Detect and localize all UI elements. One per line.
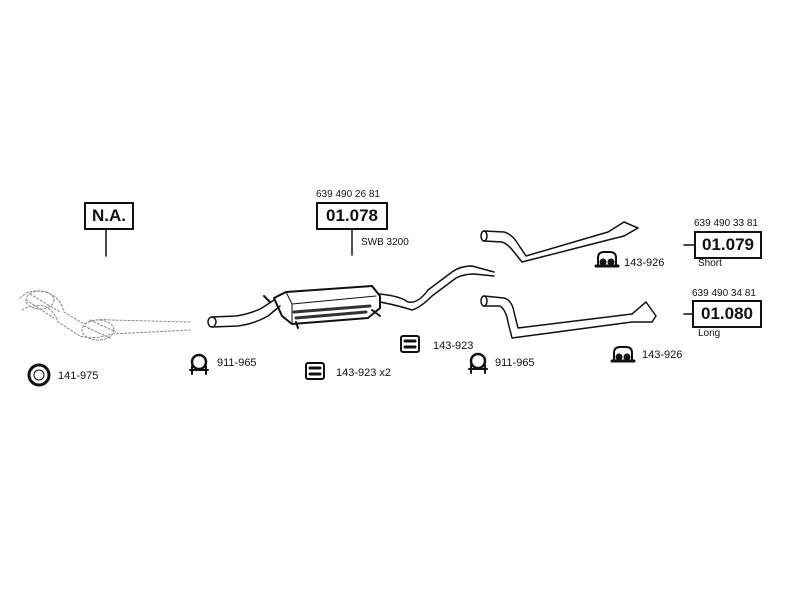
middle-silencer-body bbox=[273, 285, 381, 325]
long-note: Long bbox=[698, 328, 721, 339]
rubber-mount-icon bbox=[305, 362, 325, 380]
front-pipe-catalyst bbox=[19, 290, 191, 341]
middle-note: SWB 3200 bbox=[361, 237, 409, 248]
short-inlet-end bbox=[480, 230, 488, 242]
hanger-upper-part-number: 143-926 bbox=[624, 257, 665, 269]
long-code-box: 01.080 bbox=[692, 300, 762, 328]
short-code-box: 01.079 bbox=[694, 231, 762, 259]
u-bolt-clamp-icon bbox=[468, 352, 488, 374]
middle-oe-number: 639 490 26 81 bbox=[316, 189, 380, 200]
rear-pipe-short bbox=[480, 221, 639, 263]
rubber-mount-icon bbox=[400, 335, 420, 353]
long-oe-number: 639 490 34 81 bbox=[692, 288, 756, 299]
exhaust-hanger-icon bbox=[594, 251, 620, 268]
gasket-part-number: 141-975 bbox=[58, 370, 99, 382]
short-oe-number: 639 490 33 81 bbox=[694, 218, 758, 229]
mount-pair-part-number: 143-923 x2 bbox=[336, 367, 392, 379]
middle-section-assembly bbox=[207, 265, 495, 329]
gasket-ring-icon bbox=[27, 363, 51, 387]
clamp-front-part-number: 911-965 bbox=[217, 357, 257, 369]
na-code-box: N.A. bbox=[84, 202, 134, 230]
u-bolt-clamp-icon bbox=[189, 353, 209, 375]
clamp-rear-part-number: 911-965 bbox=[495, 357, 535, 369]
long-inlet-end bbox=[480, 295, 488, 307]
rear-pipe-long bbox=[480, 295, 657, 339]
hanger-lower-part-number: 143-926 bbox=[642, 349, 683, 361]
middle-inlet-end bbox=[207, 316, 217, 328]
mount-single-part-number: 143-923 bbox=[433, 340, 474, 352]
middle-code-box: 01.078 bbox=[316, 202, 388, 230]
short-note: Short bbox=[698, 258, 722, 269]
exhaust-hanger-icon bbox=[610, 346, 636, 363]
